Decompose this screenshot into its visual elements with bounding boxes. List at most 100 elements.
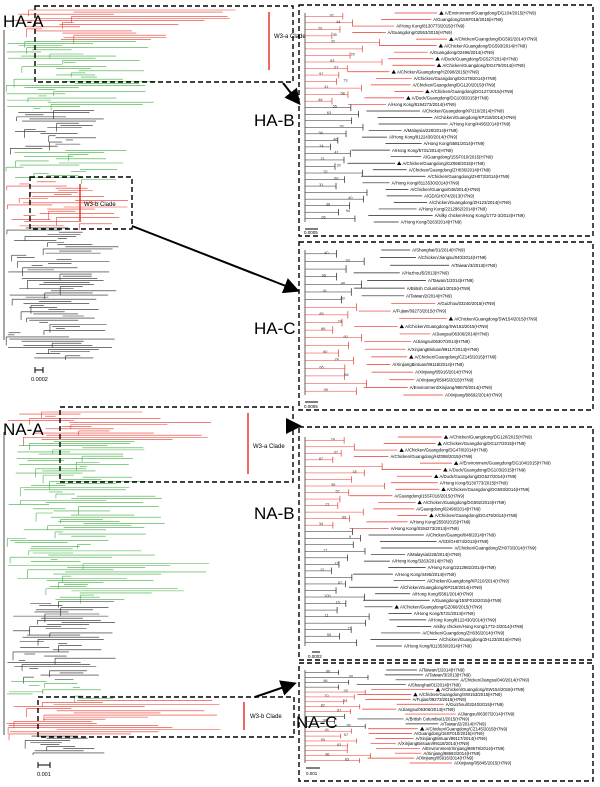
sample-marker-icon — [439, 11, 444, 15]
support-value: 57 — [335, 490, 339, 494]
support-value: 41 — [325, 728, 329, 732]
taxon-label: A/XinjiangBintuan/99118/2014(H7N9) — [398, 741, 470, 746]
support-value: 60 — [343, 335, 347, 339]
na-w3b-highlight-box — [37, 696, 295, 738]
taxon-label: A/Chicken/Guangdong/GZ068/2015(H7N9) — [400, 604, 483, 609]
taxon-label: A/Taiwan/3/2013(H7N9) — [425, 672, 471, 677]
na-a-panel-title: NA-A — [3, 420, 44, 439]
sample-marker-icon — [409, 354, 414, 359]
support-value: 11 — [325, 614, 329, 618]
support-value: 97 — [319, 72, 323, 76]
taxon-label: A/Hong Kong/8122430/2014(H7N9) — [428, 617, 497, 622]
support-value: 95 — [331, 483, 335, 487]
taxon-label: A/Guangdong/15SF018/2015(H7N9) — [394, 493, 464, 498]
taxon-label: A/Chicken/Guangdong/ZH123/2014(H7N9) — [439, 637, 521, 642]
sample-marker-icon — [453, 461, 459, 465]
sample-marker-icon — [397, 161, 402, 166]
taxon-label: A/Chicken/Guangdong/SW154/2015(H7N9) — [441, 687, 525, 692]
support-value: 60 — [323, 350, 327, 354]
taxon-label: A/Chicken/Guangdong/DG478/2014(H7N9) — [414, 76, 497, 81]
taxon-label: A/Hong Kong/3263/2014(H7N9) — [401, 220, 462, 225]
sample-marker-icon — [437, 441, 442, 446]
sample-marker-icon — [443, 435, 449, 439]
support-value: 70 — [324, 694, 328, 698]
sample-marker-icon — [449, 37, 454, 41]
taxon-label: A/GD/GH074/2013(H7N9) — [439, 539, 489, 544]
ha-c-scale-label: 0.0005 — [304, 404, 318, 409]
taxon-label: A/silky chicken/Hong Kong/1772-3/2014(H7… — [435, 213, 526, 218]
taxon-label: A/Hong Kong/5581/2014(H7N9) — [412, 591, 473, 596]
taxon-label: A/Chicken/Guangdong/KP218/2014(H7N9) — [400, 585, 483, 590]
support-value: 93 — [346, 258, 350, 262]
support-value: 26 — [318, 26, 322, 30]
support-value: 34 — [319, 522, 323, 526]
sample-marker-icon — [435, 56, 440, 61]
support-value: 40 — [348, 196, 352, 200]
support-value: 73 — [343, 79, 347, 83]
support-value: 93 — [321, 738, 325, 742]
support-value: 86 — [321, 327, 325, 331]
taxon-label: A/Hong Kong/2212982/2014(H7N9) — [419, 207, 488, 212]
taxon-label: A/Hong Kong/8130773/2015(H7N9) — [440, 480, 509, 485]
na-c-tree: A/Taiwan/1/2014(H7N9)A/Taiwan/3/2013(H7N… — [304, 668, 530, 766]
taxon-label: A/XinjiangBintuan/99117/2014(H7N9) — [416, 736, 488, 741]
taxon-label: A/Environment/Xinjiang/98679/2014(H7N9) — [410, 385, 493, 390]
taxon-label: A/silky chicken/Hong Kong/1772-3/2014(H7… — [433, 624, 524, 629]
support-value: 17 — [323, 548, 327, 552]
taxon-label: A/Taiwan/2/2014(H7N9) — [440, 721, 486, 726]
ha-c-scale-bar: 0.0005 — [304, 401, 318, 409]
taxon-label: A/Chicken/Guangdong/SW153/2015(H7N9) — [419, 692, 503, 697]
taxon-label: A/Chicken/Guangdong/KP210/2014(H7N9) — [422, 109, 505, 114]
support-value: 40 — [324, 251, 328, 255]
taxon-label: A/Hong Kong/8113530/2014(H7N9) — [404, 644, 472, 649]
sample-marker-icon — [433, 474, 439, 478]
sample-marker-icon — [429, 513, 434, 518]
taxon-label: A/Fujian/09273/2015(H7N9) — [413, 697, 467, 702]
sample-marker-icon — [438, 43, 444, 48]
support-value: 20 — [337, 163, 341, 167]
support-value: 38 — [326, 203, 330, 207]
taxon-label: A/Xinjiang/05916/2014(H7N9) — [415, 370, 473, 375]
taxon-label: A/Guangdong/15SF010/2015(H7N9) — [414, 731, 484, 736]
support-value: 15 — [335, 601, 339, 605]
ha-c-panel-title: HA-C — [254, 319, 296, 338]
taxon-label: A/Hong Kong/8194273/2014(H7N9) — [388, 102, 457, 107]
taxon-label: A/Guangdong/15SF010/2015(H7N9) — [432, 598, 502, 603]
taxon-label: A/Chicken/Guangdong/KP210/2014(H7N9) — [427, 578, 510, 583]
support-value: 48 — [341, 281, 345, 285]
ha-b-panel-title: HA-B — [254, 111, 295, 130]
taxon-label: A/Chicken/Guangdong/ZH073/2014(H7N9) — [428, 174, 510, 179]
support-value: 92 — [330, 13, 334, 17]
arrow-ha-a-to-ha-b — [282, 82, 301, 106]
taxon-label: A/Chicken/Guangdong/DG479/2014(H7N9) — [435, 513, 518, 518]
ha-b-scale-bar: 0.0005 — [304, 228, 318, 235]
taxon-label: A/Chicken/Guangxi/048/2014(H7N9) — [426, 533, 496, 538]
taxon-label: A/Xinjiang/05916/2014(H7N9) — [416, 756, 474, 761]
support-value: 67 — [334, 66, 338, 70]
sample-marker-icon — [394, 604, 399, 609]
ha-b-tree: A/Environment/Guangdong/DG104/2015(H7N9)… — [304, 11, 538, 225]
support-value: 25 — [344, 689, 348, 693]
taxon-label: A/Hong Kong/4495/2014(H7N9) — [450, 122, 511, 127]
support-value: 32 — [331, 39, 335, 43]
ha-c-panel — [298, 241, 594, 411]
support-value: 98 — [323, 679, 327, 683]
ha-a-scale-label: 0.0002 — [31, 377, 48, 383]
ha-w3b-clade-label: W3-b Clade — [84, 202, 116, 208]
sample-marker-icon — [436, 63, 442, 68]
taxon-label: A/Taiwan/3/2013(H7N9) — [451, 263, 497, 268]
taxon-label: A/Chicken/Guangdong/CZ145/2015(H7N9) — [415, 354, 497, 359]
taxon-label: A/Malaysia/228/2014(H7N9) — [407, 552, 462, 557]
ha-w3a-highlight-box — [34, 5, 294, 83]
sample-marker-icon — [441, 487, 446, 492]
support-value: 55 — [327, 633, 331, 637]
support-value: 21 — [321, 157, 325, 161]
taxon-label: A/Chicken/Guangdong/DG478/2014(H7N9) — [405, 448, 488, 453]
support-value: 74 — [331, 437, 335, 441]
support-value: 58 — [340, 92, 344, 96]
taxon-label: A/Chicken/Guangdong/DG127/2015(H7N9) — [431, 89, 514, 94]
taxon-label: A/Chicken/Guangdong/ZH036/2014(H7N9) — [422, 631, 504, 636]
taxon-label: A/Guangdong/02496/2014(H7N9) — [416, 506, 481, 511]
ha-w3b-highlight-box — [29, 176, 133, 230]
